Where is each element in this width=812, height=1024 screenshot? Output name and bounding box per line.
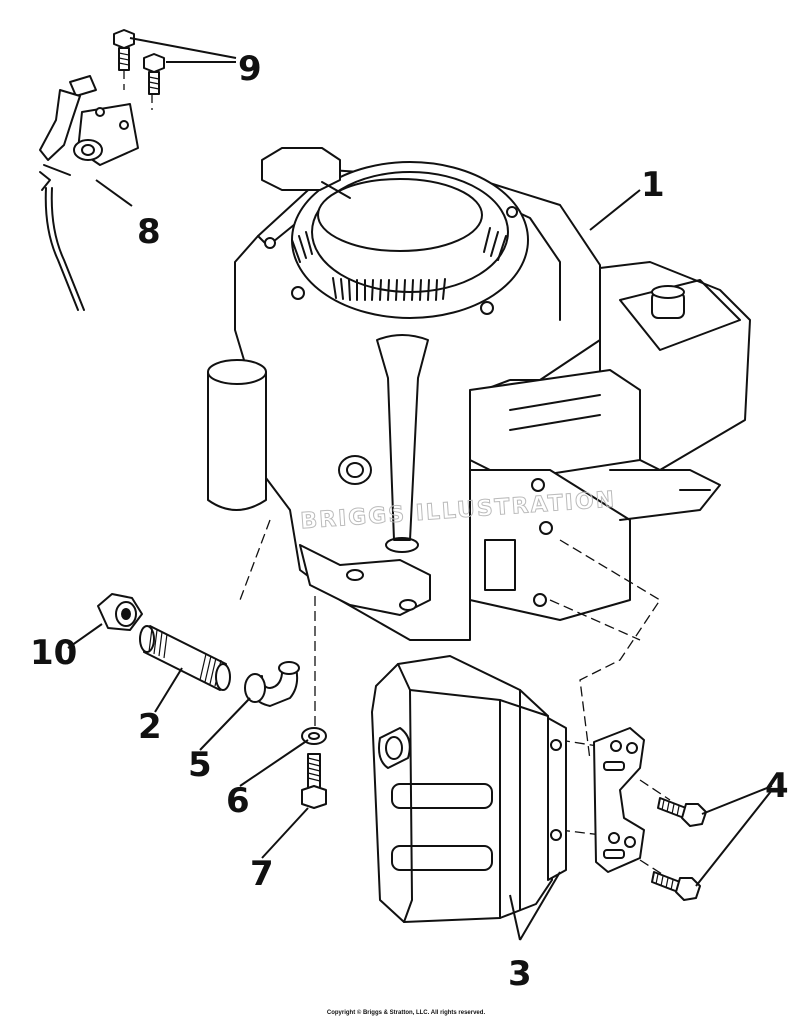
screw-part-9-b [143,53,165,95]
assembly-dash-lines [123,54,671,877]
callout-6: 6 [226,781,250,821]
muffler-part-3 [371,655,567,923]
callout-8: 8 [137,212,161,252]
bolt-part-7 [301,753,327,809]
throttle-control-assembly [39,75,139,311]
callout-4: 4 [765,766,789,806]
pipe-part-2 [139,625,231,691]
callout-10: 10 [30,633,77,673]
callout-9: 9 [238,49,262,89]
screw-part-9-a [113,29,135,71]
callout-7: 7 [250,854,274,894]
copyright-notice: Copyright © Briggs & Stratton, LLC. All … [326,1010,486,1016]
screw-part-4-b [651,871,701,901]
leader-lines [67,37,773,941]
elbow-part-5 [244,661,300,707]
nut-part-10 [97,593,143,631]
callout-1: 1 [641,165,665,205]
muffler-bracket [593,727,645,873]
engine-assembly: BRIGGS ILLUSTRATION [207,147,751,641]
callout-5: 5 [188,745,212,785]
callout-2: 2 [138,707,162,747]
callout-3: 3 [508,954,532,994]
screw-part-4-a [657,797,707,827]
